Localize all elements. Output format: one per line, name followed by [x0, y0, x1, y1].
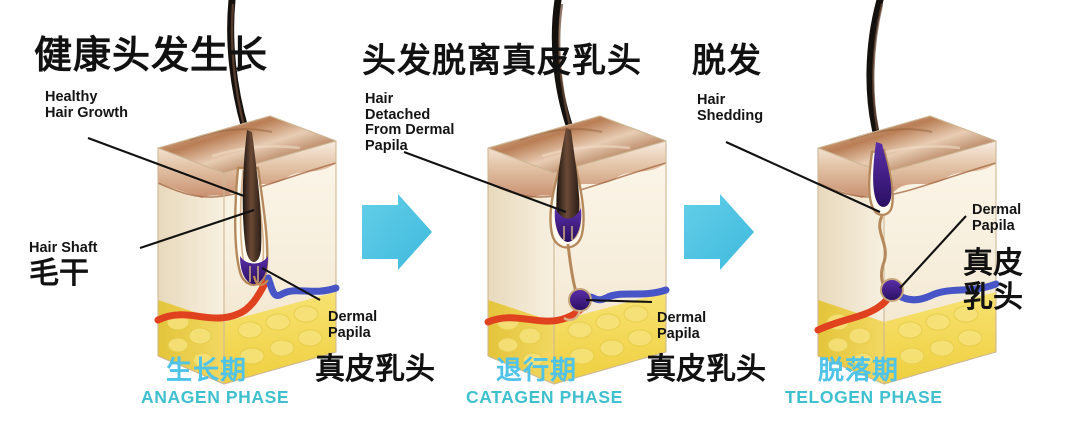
phase-cn-anagen: 生长期: [166, 356, 248, 386]
callout-hair-shaft-en: Hair Shaft: [29, 240, 98, 256]
leader-hair-shaft: [139, 209, 255, 249]
dermal-papilla: [240, 256, 268, 284]
panel-heading-anagen: 健康头发生长: [34, 33, 269, 77]
callout-dermal-papila-en-3: Dermal Papila: [972, 202, 1022, 234]
hair-bulb: [554, 208, 582, 242]
callout-healthy-hair-growth: Healthy Hair Growth: [45, 89, 128, 121]
arrow-catagen-to-telogen: [684, 194, 754, 270]
callout-dermal-papila-en-2: Dermal Papila: [657, 310, 707, 342]
leader-hair-detached: [403, 151, 567, 213]
leader-dermal-papila-1: [261, 267, 321, 301]
panel-heading-telogen: 脱发: [692, 41, 762, 81]
hair-bulb: [873, 142, 892, 207]
dermal-papilla: [880, 278, 904, 302]
leader-hair-shedding: [725, 141, 881, 213]
hair-shaft-above-skin: [866, 0, 884, 144]
callout-dermal-papila-cn-3: 真皮 乳头: [963, 246, 1023, 315]
callout-dermal-papila-en-1: Dermal Papila: [328, 309, 378, 341]
artery: [154, 274, 272, 324]
arrow-anagen-to-catagen: [362, 194, 432, 270]
callout-hair-detached: Hair Detached From Dermal Papila: [365, 91, 455, 154]
hair-shaft-above-skin: [551, 0, 574, 132]
phase-cn-telogen: 脱落期: [818, 356, 900, 386]
leader-dermal-papila-2: [585, 298, 653, 304]
phase-en-telogen: TELOGEN PHASE: [785, 387, 943, 407]
callout-hair-shedding: Hair Shedding: [697, 92, 764, 124]
phase-en-anagen: ANAGEN PHASE: [141, 387, 290, 407]
hair-root: [556, 128, 580, 234]
phase-cn-catagen: 退行期: [496, 356, 578, 386]
phase-en-catagen: CATAGEN PHASE: [466, 387, 623, 407]
callout-dermal-papila-cn-1: 真皮乳头: [315, 352, 435, 387]
follicle-stalk: [566, 243, 578, 293]
skin-block-telogen: [814, 0, 1000, 385]
hair-root: [242, 130, 262, 262]
skin-block-catagen: [484, 0, 670, 385]
leader-healthy-hair-growth: [87, 137, 245, 197]
leader-dermal-papila-3: [899, 215, 967, 289]
vein: [264, 274, 340, 299]
leader-lines: [87, 137, 967, 304]
skin-block-anagen: [154, 0, 340, 385]
panel-heading-catagen: 头发脱离真皮乳头: [362, 41, 642, 81]
callout-hair-shaft-cn: 毛干: [29, 256, 89, 291]
callout-dermal-papila-cn-2: 真皮乳头: [646, 352, 766, 387]
